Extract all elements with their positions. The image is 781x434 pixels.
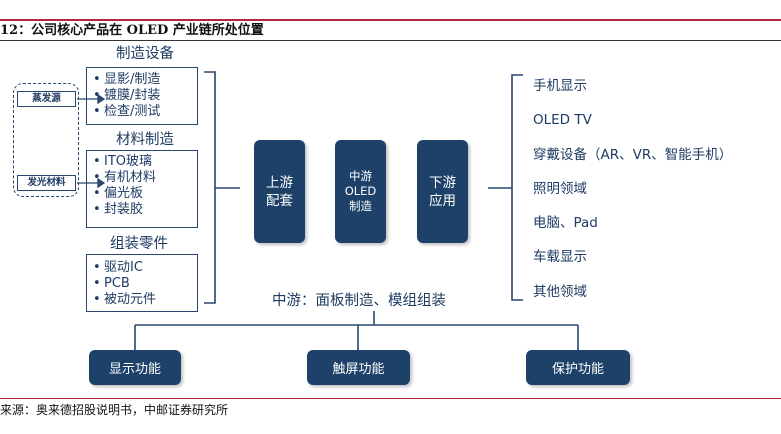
stage-downstream-line: 应用 [429, 192, 456, 209]
group-title-equipment: 制造设备 [116, 46, 174, 62]
function-display: 显示功能 [89, 350, 181, 385]
top-rule [0, 19, 781, 21]
material-item: 封装胶 [91, 202, 197, 218]
materials-box: ITO玻璃 有机材料 偏光板 封装胶 [86, 150, 198, 228]
source-note: 来源：奥来德招股说明书，中邮证券研究所 [0, 403, 229, 417]
group-title-materials: 材料制造 [116, 132, 174, 148]
stage-midstream: 中游 OLED 制造 [335, 140, 386, 243]
application-item: 穿戴设备（AR、VR、智能手机） [533, 147, 733, 163]
application-item: 照明领域 [533, 181, 587, 197]
stage-upstream: 上游 配套 [254, 140, 305, 243]
luminescent-material-label: 发光材料 [17, 175, 76, 191]
evaporation-source-label: 蒸发源 [17, 91, 76, 107]
application-item: 其他领域 [533, 284, 587, 300]
company-products-group [13, 83, 79, 197]
components-box: 驱动IC PCB 被动元件 [86, 254, 198, 312]
stage-downstream: 下游 应用 [417, 140, 468, 243]
midstream-process-label: 中游：面板制造、模组组装 [272, 293, 446, 309]
application-item: 车载显示 [533, 249, 587, 265]
material-item: 有机材料 [91, 170, 197, 186]
bottom-rule [0, 398, 781, 399]
stage-midstream-line: 中游 [349, 169, 372, 183]
stage-upstream-line: 上游 [266, 174, 293, 191]
equipment-item: 镀膜/封装 [91, 88, 197, 104]
stage-midstream-line: 制造 [349, 199, 372, 213]
downstream-bracket [511, 74, 523, 301]
upstream-bracket [204, 71, 216, 304]
material-item: 偏光板 [91, 186, 197, 202]
equipment-item: 显影/制造 [91, 72, 197, 88]
stage-upstream-line: 配套 [266, 192, 293, 209]
material-item: ITO玻璃 [91, 154, 197, 170]
group-title-components: 组装零件 [110, 236, 168, 252]
component-item: 驱动IC [91, 260, 197, 276]
stage-midstream-line: OLED [344, 184, 377, 198]
application-item: 电脑、Pad [533, 215, 598, 231]
function-protection: 保护功能 [526, 350, 630, 385]
equipment-item: 检查/测试 [91, 104, 197, 120]
component-item: 被动元件 [91, 292, 197, 308]
caption-rule [0, 40, 781, 41]
function-touch: 触屏功能 [307, 350, 410, 385]
application-item: 手机显示 [533, 78, 587, 94]
figure-caption: 12：公司核心产品在 OLED 产业链所处位置 [0, 23, 264, 38]
stage-downstream-line: 下游 [429, 174, 456, 191]
equipment-box: 显影/制造 镀膜/封装 检查/测试 [86, 67, 198, 125]
component-item: PCB [91, 276, 197, 292]
application-item: OLED TV [533, 112, 592, 128]
